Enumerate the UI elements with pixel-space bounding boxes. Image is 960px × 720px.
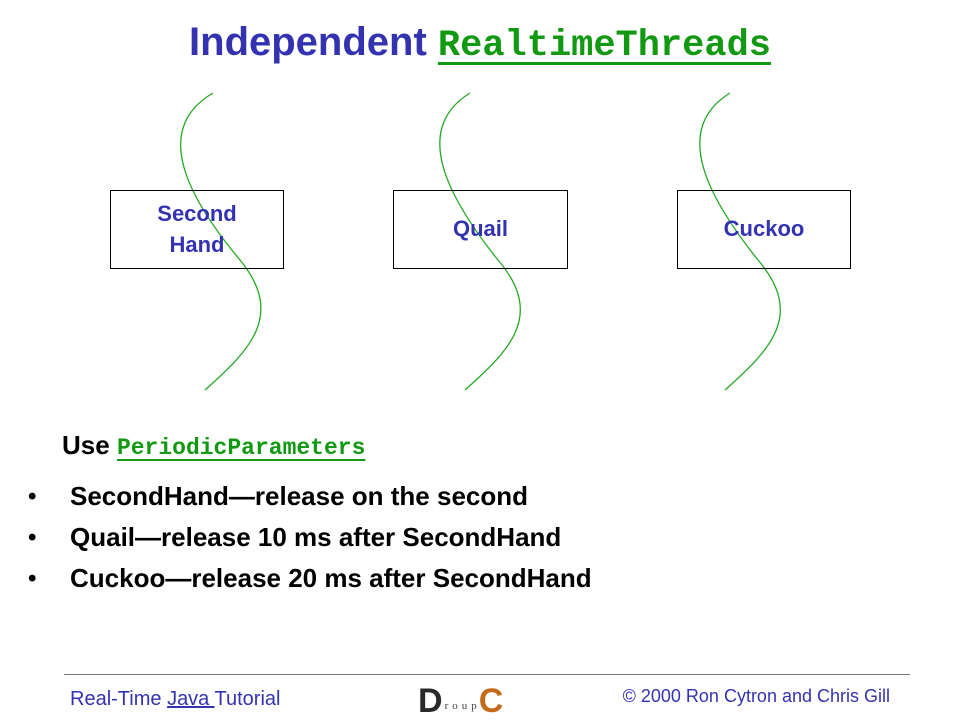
thread-line-quail — [439, 92, 521, 391]
thread-box-label: Cuckoo — [723, 216, 805, 242]
bullet-item: • Cuckoo—release 20 ms after SecondHand — [28, 558, 592, 599]
slide-title-code: RealtimeThreads — [437, 25, 771, 67]
body-heading: Use PeriodicParameters — [62, 430, 365, 461]
logo-letter-r: r — [444, 700, 449, 712]
bullet-text: Cuckoo—release 20 ms after SecondHand — [70, 563, 592, 593]
logo-letter-o: o — [452, 700, 458, 712]
logo-letter-u: u — [461, 700, 468, 712]
thread-box-second-hand: Second Hand — [110, 190, 284, 269]
logo-letter-p: p — [471, 700, 477, 712]
thread-box-label: Second Hand — [157, 200, 237, 257]
thread-box-label: Quail — [452, 216, 508, 242]
doc-group-logo: D r o u p C — [418, 684, 550, 718]
bullet-item: • SecondHand—release on the second — [28, 476, 592, 517]
logo-letter-d: D — [418, 682, 443, 720]
body-heading-prefix: Use — [62, 430, 110, 460]
body-heading-code: PeriodicParameters — [116, 435, 366, 461]
footer-left-suffix: Tutorial — [214, 688, 281, 710]
footer-divider — [64, 674, 910, 675]
footer-left-prefix: Real-Time — [70, 688, 168, 710]
slide-title: Independent RealtimeThreads — [0, 20, 960, 67]
footer-course-title: Real-Time Java Tutorial — [70, 688, 280, 711]
bullet-dot: • — [28, 524, 37, 551]
bullet-item: • Quail—release 10 ms after SecondHand — [28, 517, 592, 558]
bullet-text: Quail—release 10 ms after SecondHand — [70, 522, 562, 552]
bullet-dot: • — [28, 565, 37, 592]
footer-copyright: © 2000 Ron Cytron and Chris Gill — [622, 686, 890, 706]
logo-letter-c: C — [478, 682, 504, 720]
bullet-dot: • — [28, 483, 37, 510]
bullet-list: • SecondHand—release on the second • Quail… — [28, 476, 592, 599]
thread-line-cuckoo — [699, 92, 781, 391]
slide-title-prefix: Independent — [189, 20, 427, 64]
thread-box-cuckoo: Cuckoo — [677, 190, 851, 269]
bullet-text: SecondHand—release on the second — [70, 481, 529, 511]
thread-line-second-hand — [180, 92, 262, 391]
thread-box-quail: Quail — [393, 190, 568, 269]
footer-java-link[interactable]: Java — [167, 688, 215, 710]
